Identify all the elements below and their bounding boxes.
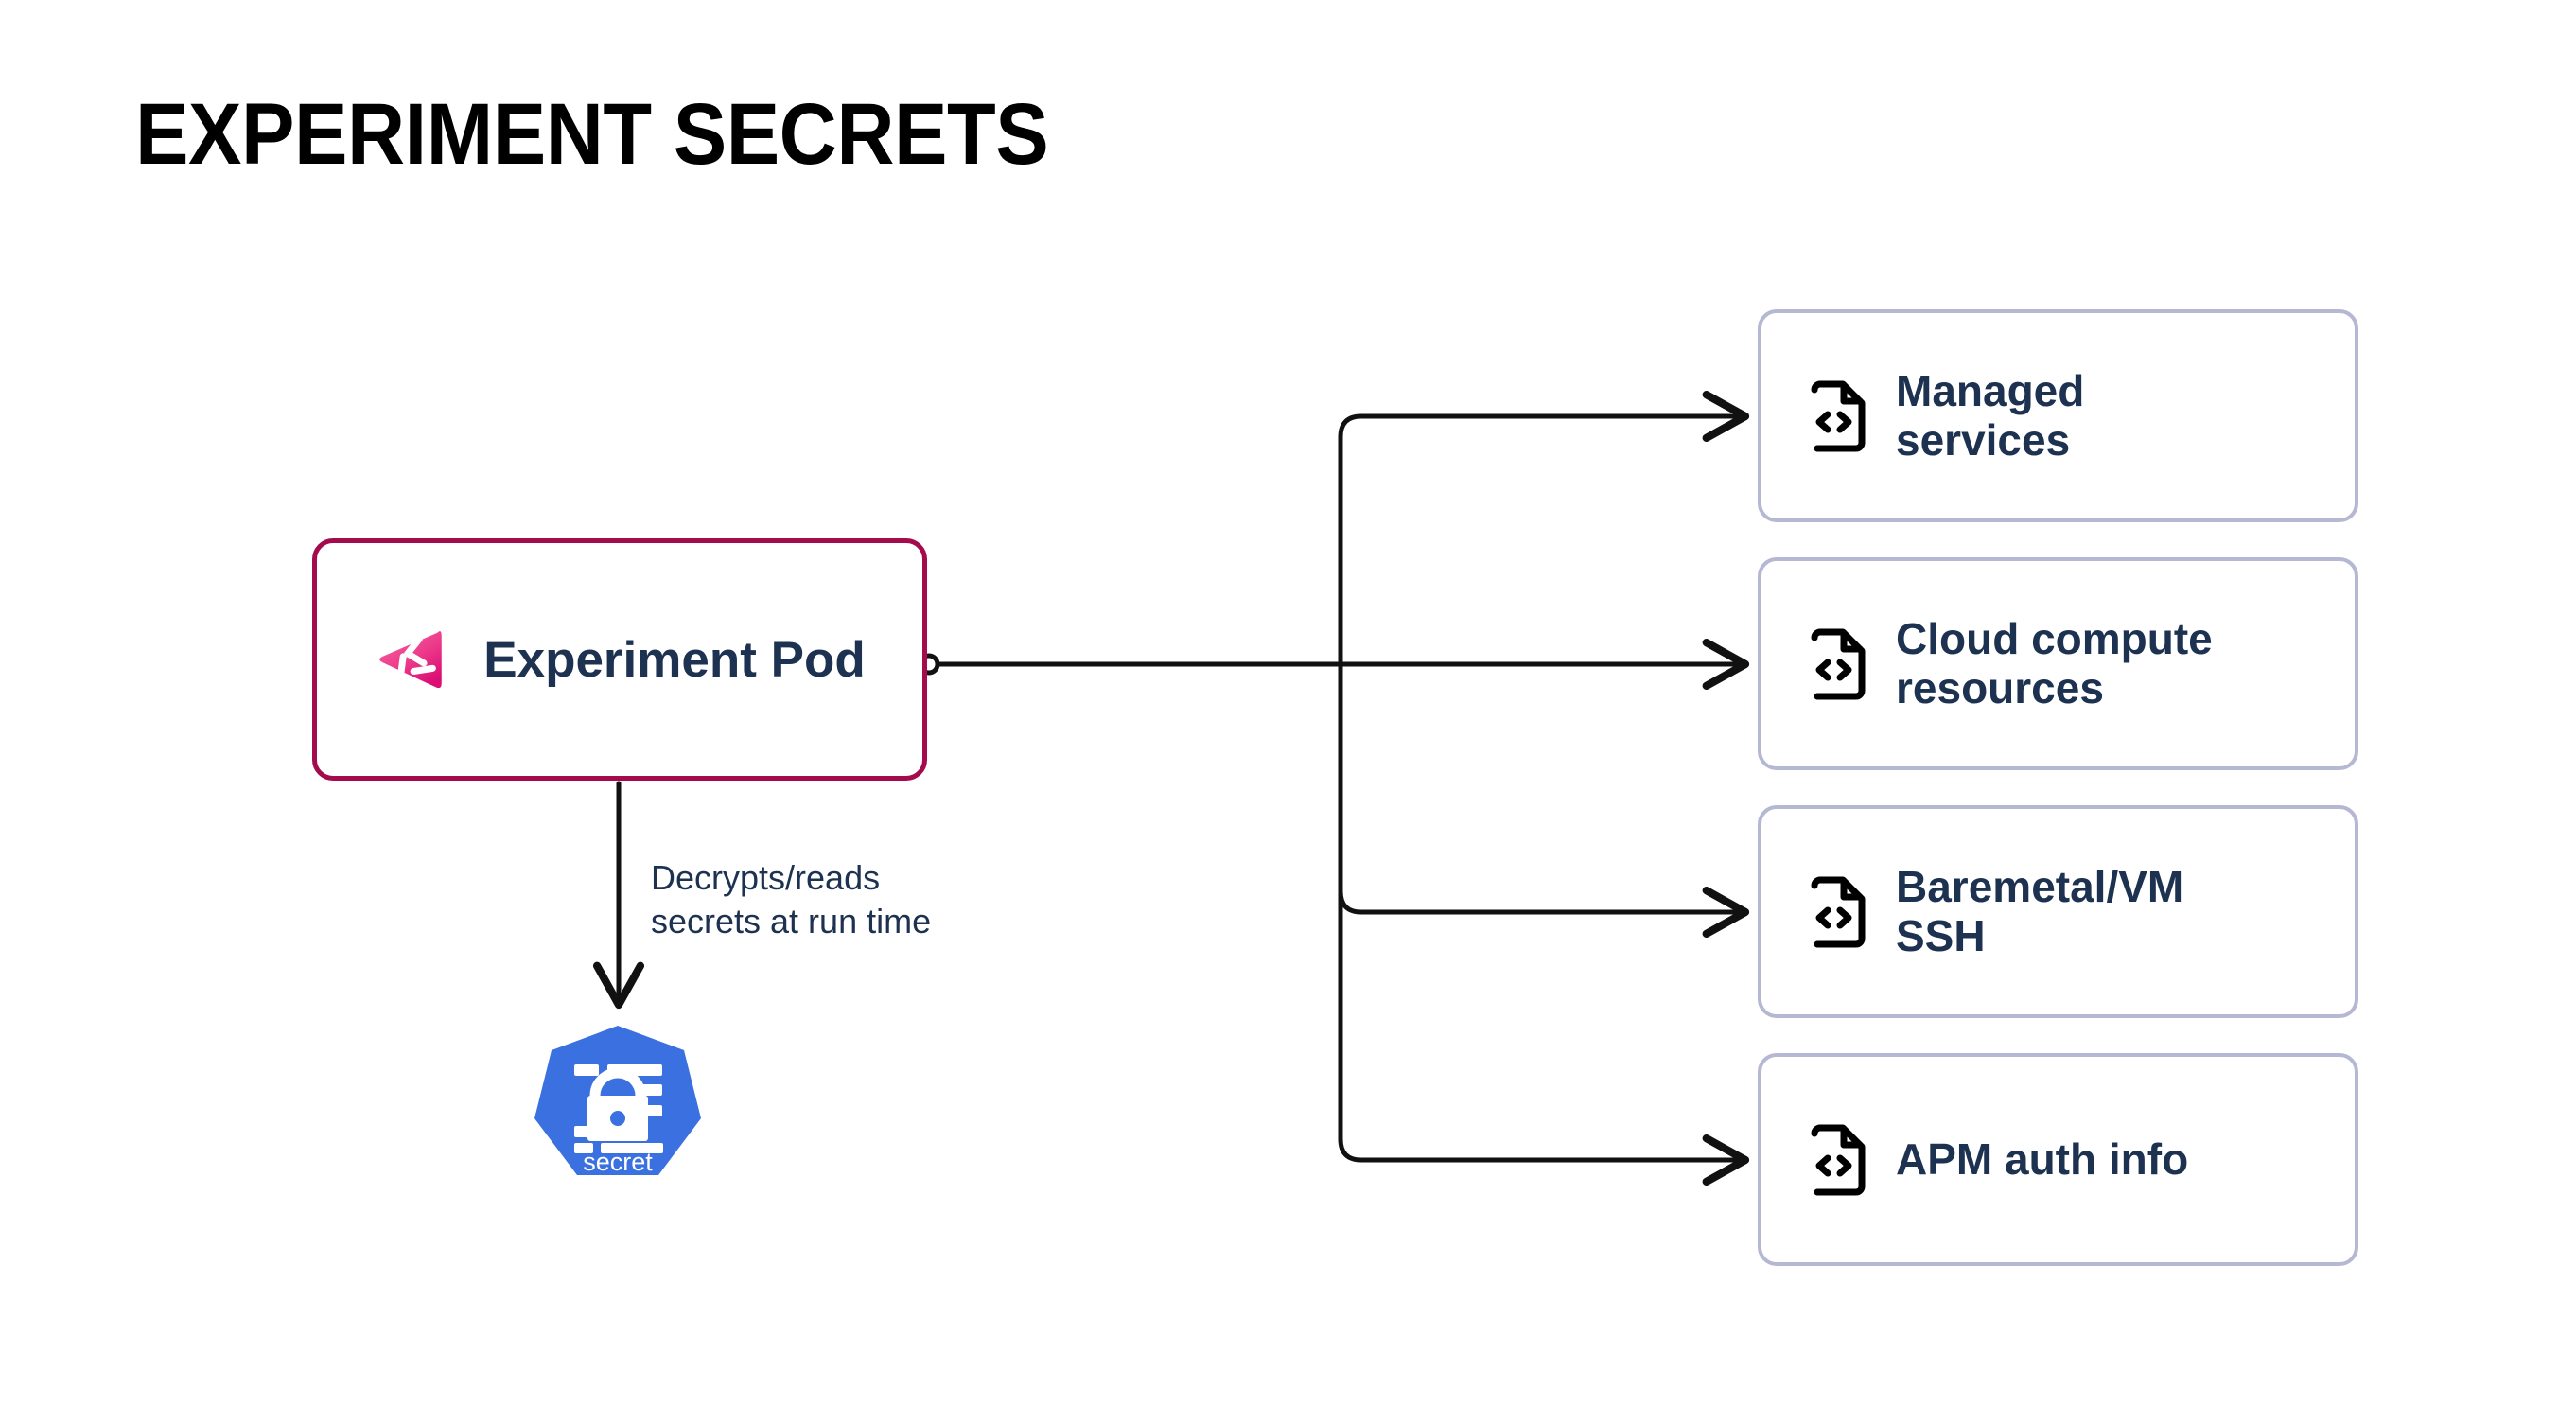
file-code-icon	[1809, 628, 1867, 700]
kubernetes-secret-icon	[534, 1026, 701, 1175]
target-card-label: Baremetal/VM SSH	[1896, 861, 2184, 960]
gremlin-logo-icon	[374, 623, 447, 696]
file-code-icon	[1809, 380, 1867, 452]
target-card-apm-auth-info[interactable]: APM auth info	[1758, 1053, 2358, 1266]
target-card-label: Managed services	[1896, 365, 2085, 465]
edge-trunk-to-baremetal-ssh	[1338, 661, 1750, 939]
secret-label: secret	[583, 1148, 653, 1176]
page-title: EXPERIMENT SECRETS	[135, 86, 1049, 183]
target-card-baremetal-vm-ssh[interactable]: Baremetal/VM SSH	[1758, 805, 2358, 1018]
target-card-cloud-compute-resources[interactable]: Cloud compute resources	[1758, 557, 2358, 770]
edge-trunk-to-managed-services	[1338, 390, 1750, 667]
target-card-managed-services[interactable]: Managed services	[1758, 309, 2358, 522]
kubernetes-secret-node[interactable]: secret	[533, 1024, 703, 1200]
file-code-icon	[1809, 876, 1867, 948]
edge-annotation-decrypts-reads: Decrypts/reads secrets at run time	[651, 858, 932, 941]
target-card-label: APM auth info	[1896, 1134, 2189, 1184]
pod-content: Experiment Pod	[374, 623, 866, 696]
file-code-icon	[1809, 1124, 1867, 1196]
target-card-label: Cloud compute resources	[1896, 613, 2213, 712]
pod-label: Experiment Pod	[483, 631, 866, 688]
experiment-pod-node[interactable]: Experiment Pod	[312, 538, 927, 781]
edge-pod-to-trunk	[918, 653, 1341, 676]
edge-trunk-to-apm-auth	[1338, 661, 1750, 1186]
